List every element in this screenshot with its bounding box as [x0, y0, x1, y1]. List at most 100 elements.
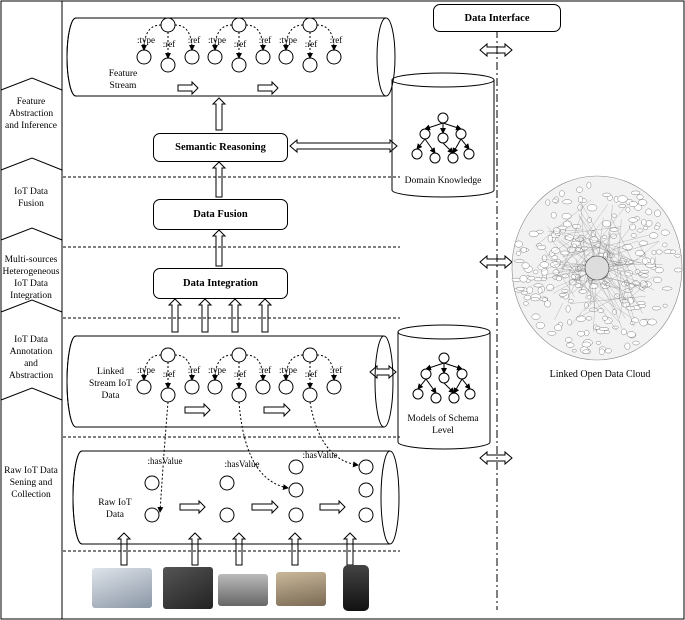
- chev-3: [0, 227, 63, 241]
- hasvalue-link-3: [309, 401, 359, 468]
- lod-dataset-147: [602, 220, 611, 228]
- ls-arrow-1: [184, 402, 211, 418]
- lod-link-28: [574, 234, 632, 251]
- lod-dataset-165: [559, 190, 565, 197]
- lod-dataset-137: [567, 319, 572, 326]
- lod-dataset-232: [654, 225, 660, 230]
- schema-models-cylinder-top: [397, 331, 491, 340]
- lod-dataset-236: [625, 306, 635, 311]
- ls2-ref2-label: :ref: [259, 365, 272, 375]
- fs2-mid-node: [231, 57, 247, 73]
- lod-dataset-170: [628, 217, 638, 223]
- fs2-left-node: [207, 49, 223, 65]
- lod-dataset-173: [638, 240, 649, 246]
- fs2-ref2-label: :ref: [259, 35, 272, 45]
- ls1-type-label: :type: [137, 365, 155, 375]
- lod-dataset-135: [578, 289, 588, 294]
- arrow-ls-1: [167, 298, 183, 333]
- lod-dataset-102: [587, 217, 593, 223]
- fs3-ref-label: :ref: [305, 39, 318, 49]
- ls1-mid-node: [160, 387, 176, 403]
- lod-link-82: [568, 246, 600, 249]
- lod-dataset-82: [575, 247, 581, 252]
- lod-link-29: [535, 199, 592, 247]
- lod-dataset-197: [619, 299, 629, 304]
- lod-link-56: [564, 226, 622, 235]
- lod-dataset-206: [598, 327, 610, 331]
- rd-arrow-3: [319, 499, 346, 515]
- lod-dataset-180: [577, 331, 585, 337]
- lod-dataset-155: [586, 295, 592, 300]
- lod-dataset-144: [531, 313, 541, 320]
- lod-dataset-181: [589, 283, 599, 289]
- lod-link-76: [599, 240, 639, 255]
- lod-dataset-41: [561, 213, 572, 220]
- arrow-fusion-to-reasoning: [211, 161, 227, 198]
- raw-node-9: [358, 507, 374, 523]
- raw-data-cylinder-rim: [380, 450, 391, 545]
- chev-2: [0, 157, 63, 171]
- raw-node-6: [288, 507, 304, 523]
- lod-dataset-196: [625, 206, 631, 213]
- lod-dataset-26: [624, 270, 634, 277]
- layer-label-fusion: IoT Data Fusion: [14, 187, 48, 209]
- lod-link-112: [617, 247, 635, 304]
- lod-link-94: [629, 285, 645, 299]
- lod-dataset-150: [533, 277, 543, 282]
- lod-dataset-130: [628, 201, 638, 207]
- data-fusion-box: Data Fusion: [153, 199, 288, 230]
- lod-dataset-146: [674, 253, 681, 258]
- lod-dataset-40: [541, 254, 548, 262]
- lod-dataset-185: [582, 349, 590, 354]
- ls3-root-node: [302, 347, 318, 363]
- schema-graph-node-2: [438, 372, 450, 384]
- chev-4: [0, 299, 63, 313]
- schema-graph-edge-6: [461, 378, 471, 390]
- lod-dataset-229: [581, 341, 592, 348]
- lod-dataset-78: [561, 273, 570, 279]
- lod-dataset-238: [544, 300, 551, 308]
- lod-link-91: [579, 200, 643, 314]
- lod-dataset-220: [617, 195, 628, 203]
- lod-link-119: [617, 219, 622, 274]
- arrow-device-4: [287, 532, 303, 566]
- fs3-mid-node: [302, 57, 318, 73]
- lod-link-95: [547, 226, 617, 307]
- lod-cloud: [511, 175, 683, 361]
- lod-dataset-95: [645, 220, 653, 227]
- lod-dataset-75: [630, 233, 637, 238]
- smartphone-icon: [343, 565, 369, 611]
- ls2-right-node: [255, 379, 271, 395]
- feature-stream-cylinder-back: [66, 17, 77, 97]
- hasvalue-label-1: :hasValue: [148, 456, 183, 466]
- lod-dataset-65: [639, 319, 648, 327]
- schema-graph-edge-2: [443, 362, 463, 371]
- schema-graph-edge-0: [425, 362, 445, 371]
- domain-graph-node-3: [455, 128, 467, 140]
- lod-dataset-112: [598, 348, 605, 355]
- raw-node-0: [144, 475, 160, 491]
- fs3-type-label: :type: [279, 35, 297, 45]
- lod-dataset-69: [656, 249, 663, 255]
- lod-dataset-231: [650, 257, 655, 265]
- chev-5: [0, 387, 63, 401]
- lod-dataset-161: [523, 301, 529, 306]
- lod-link-14: [560, 221, 603, 269]
- ls3-left-node: [278, 379, 294, 395]
- schema-graph-edge-5: [443, 382, 455, 394]
- fs1-type-label: :type: [137, 35, 155, 45]
- lod-dataset-74: [521, 290, 529, 295]
- fs2-right-node: [255, 49, 271, 65]
- lod-dataset-235: [589, 236, 599, 244]
- lod-dataset-120: [635, 250, 645, 257]
- lod-dataset-0: [533, 269, 539, 275]
- schema-graph-node-1: [420, 368, 432, 380]
- lod-link-21: [608, 231, 611, 257]
- fs1-right-node: [184, 49, 200, 65]
- fs-arrow-1: [177, 80, 199, 96]
- raw-node-5: [288, 482, 304, 498]
- ls2-left-node: [207, 379, 223, 395]
- raw-node-4: [288, 459, 304, 475]
- fs3-root-node: [302, 17, 318, 33]
